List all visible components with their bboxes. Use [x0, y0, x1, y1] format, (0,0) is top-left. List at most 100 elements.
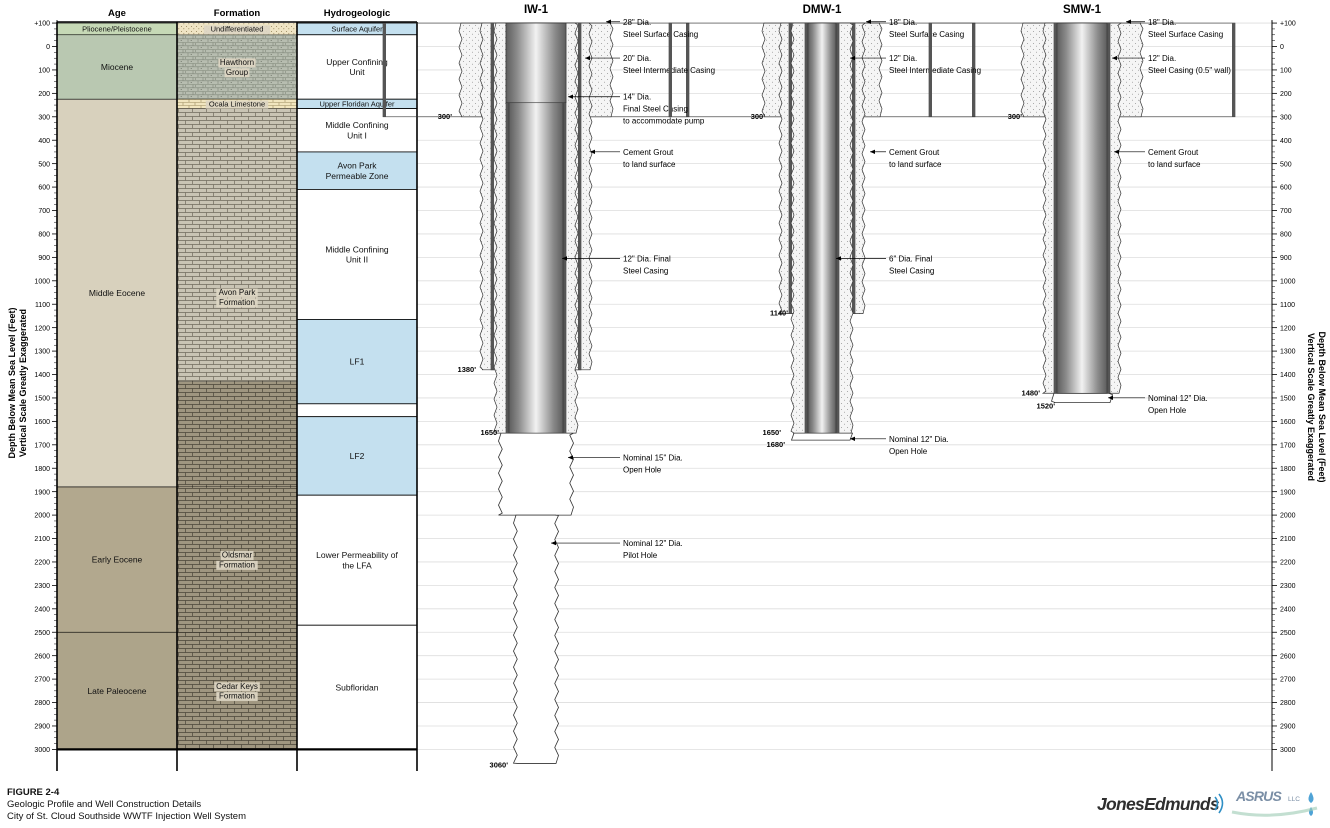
arrowhead: [562, 256, 567, 261]
formation-label-bg: [205, 100, 269, 109]
casing-wall: [789, 23, 792, 314]
arrowhead: [590, 149, 595, 154]
formation-label: Cedar Keys: [216, 682, 258, 691]
formation-label: Ocala Limestone: [209, 100, 265, 109]
casing-wall: [506, 23, 509, 434]
tick-label: +100: [1280, 21, 1296, 28]
tick-label: 2600: [1280, 653, 1296, 660]
formation-label-bg: [224, 68, 250, 78]
formation-label: Undifferentiated: [211, 25, 264, 34]
annotation-text: Steel Surface Casing: [1148, 30, 1223, 39]
formation-label-bg: [216, 692, 258, 702]
arrowhead: [870, 149, 875, 154]
arrowhead: [850, 436, 855, 442]
tick-label: 1100: [35, 302, 50, 309]
tick-label: 2900: [1280, 724, 1296, 731]
depth-label: 1650': [481, 428, 500, 437]
tick-label: 1200: [34, 325, 50, 332]
arrowhead: [850, 55, 855, 61]
annotation-text: to land surface: [889, 160, 942, 169]
casing-wall: [972, 23, 975, 117]
hydro-label: Upper Confining: [326, 57, 388, 67]
tick-label: 1700: [34, 442, 50, 449]
tick-label: 1300: [34, 349, 50, 356]
well-title: SMW-1: [1063, 4, 1102, 16]
well-dmw-1: DMW-1300'1140'1650'1680'18" Dia.Steel Su…: [668, 4, 981, 456]
annotation-text: Open Hole: [623, 466, 662, 475]
annotation-text: 12" Dia. Final: [623, 254, 671, 263]
annotation-text: Open Hole: [889, 447, 928, 456]
hydro-unit: [296, 189, 418, 320]
tick-label: 1300: [1280, 349, 1296, 356]
formation-label-bg: [203, 25, 271, 34]
annotation-text: 14" Dia.: [623, 93, 651, 102]
annotation-text: Nominal 12" Dia.: [1148, 394, 1208, 403]
tick-label: 500: [1280, 161, 1292, 168]
final-steel-casing: [807, 22, 837, 434]
tick-label: 1100: [1280, 302, 1295, 309]
age-label: Early Eocene: [92, 555, 143, 565]
asrus-logo: ASRUS LLC: [1231, 788, 1318, 817]
tick-label: 1200: [1280, 325, 1296, 332]
tick-label: 3000: [1280, 747, 1296, 754]
tick-label: 100: [1280, 68, 1292, 75]
tick-label: 300: [38, 114, 50, 121]
casing-wall: [1107, 23, 1110, 394]
annotation-text: Nominal 12" Dia.: [889, 435, 949, 444]
annotation-text: to land surface: [623, 160, 676, 169]
tick-label: 1400: [1280, 372, 1296, 379]
depth-label: 1680': [767, 440, 786, 449]
annotation-text: Steel Casing: [889, 266, 934, 275]
age-unit: [56, 98, 178, 488]
arrowhead: [606, 19, 611, 24]
casing-wall: [1054, 23, 1057, 394]
casing-wall: [929, 23, 932, 117]
annotation-text: 28" Dia.: [623, 18, 651, 27]
hydro-unit: [296, 416, 418, 496]
tick-label: 700: [1280, 208, 1292, 215]
open-hole: [790, 432, 854, 441]
depth-label: 300': [751, 112, 766, 121]
annotation-text: 12" Dia.: [889, 54, 917, 63]
arrowhead: [1114, 149, 1119, 154]
column-header-hydrogeologic: Hydrogeologic: [324, 8, 391, 19]
tick-label: 2300: [1280, 583, 1296, 590]
y-axis-title-right-line2: Vertical Scale Greatly Exaggerated: [1306, 333, 1316, 481]
annotation-text: 12" Dia.: [1148, 54, 1176, 63]
annotation-text: Nominal 12" Dia.: [623, 539, 683, 548]
formation-label: Formation: [219, 298, 255, 307]
tick-label: 2500: [34, 630, 50, 637]
tick-label: 3000: [34, 747, 50, 754]
hydro-unit: [296, 403, 418, 418]
well-construction-diagrams: IW-1300'1380'1650'3060'28" Dia.Steel Sur…: [382, 4, 1236, 769]
final-steel-casing: [1056, 22, 1108, 394]
tick-label: 2200: [34, 560, 50, 567]
hydro-unit: [296, 108, 418, 153]
tick-label: 1700: [1280, 442, 1296, 449]
column-header-age: Age: [108, 8, 126, 19]
arrowhead: [585, 55, 590, 61]
tick-label: 1800: [34, 466, 50, 473]
tick-label: 2000: [34, 513, 50, 520]
tick-label: 800: [1280, 232, 1292, 239]
water-drop-icon: [1308, 792, 1314, 803]
hydro-label: Upper Floridan Aquifer: [319, 100, 395, 109]
tick-label: 2500: [1280, 630, 1296, 637]
formation-label-bg: [216, 298, 258, 308]
hydro-label: Subfloridan: [335, 682, 378, 692]
tick-label: 600: [1280, 185, 1292, 192]
hydro-label: Middle Confining: [325, 244, 389, 254]
tick-label: 2000: [1280, 513, 1296, 520]
tick-label: 400: [1280, 138, 1292, 145]
tick-label: 1500: [1280, 396, 1296, 403]
y-axis-title-right-line1: Depth Below Mean Sea Level (Feet): [1317, 331, 1327, 482]
age-label: Late Paleocene: [87, 686, 146, 696]
tick-label: 1000: [1280, 278, 1296, 285]
annotation-text: Open Hole: [1148, 406, 1187, 415]
well-smw-1: SMW-1300'1480'1520'18" Dia.Steel Surface…: [928, 4, 1236, 415]
tick-label: 300: [1280, 114, 1292, 121]
annotation-text: 18" Dia.: [1148, 18, 1176, 27]
open-hole: [1051, 392, 1113, 404]
